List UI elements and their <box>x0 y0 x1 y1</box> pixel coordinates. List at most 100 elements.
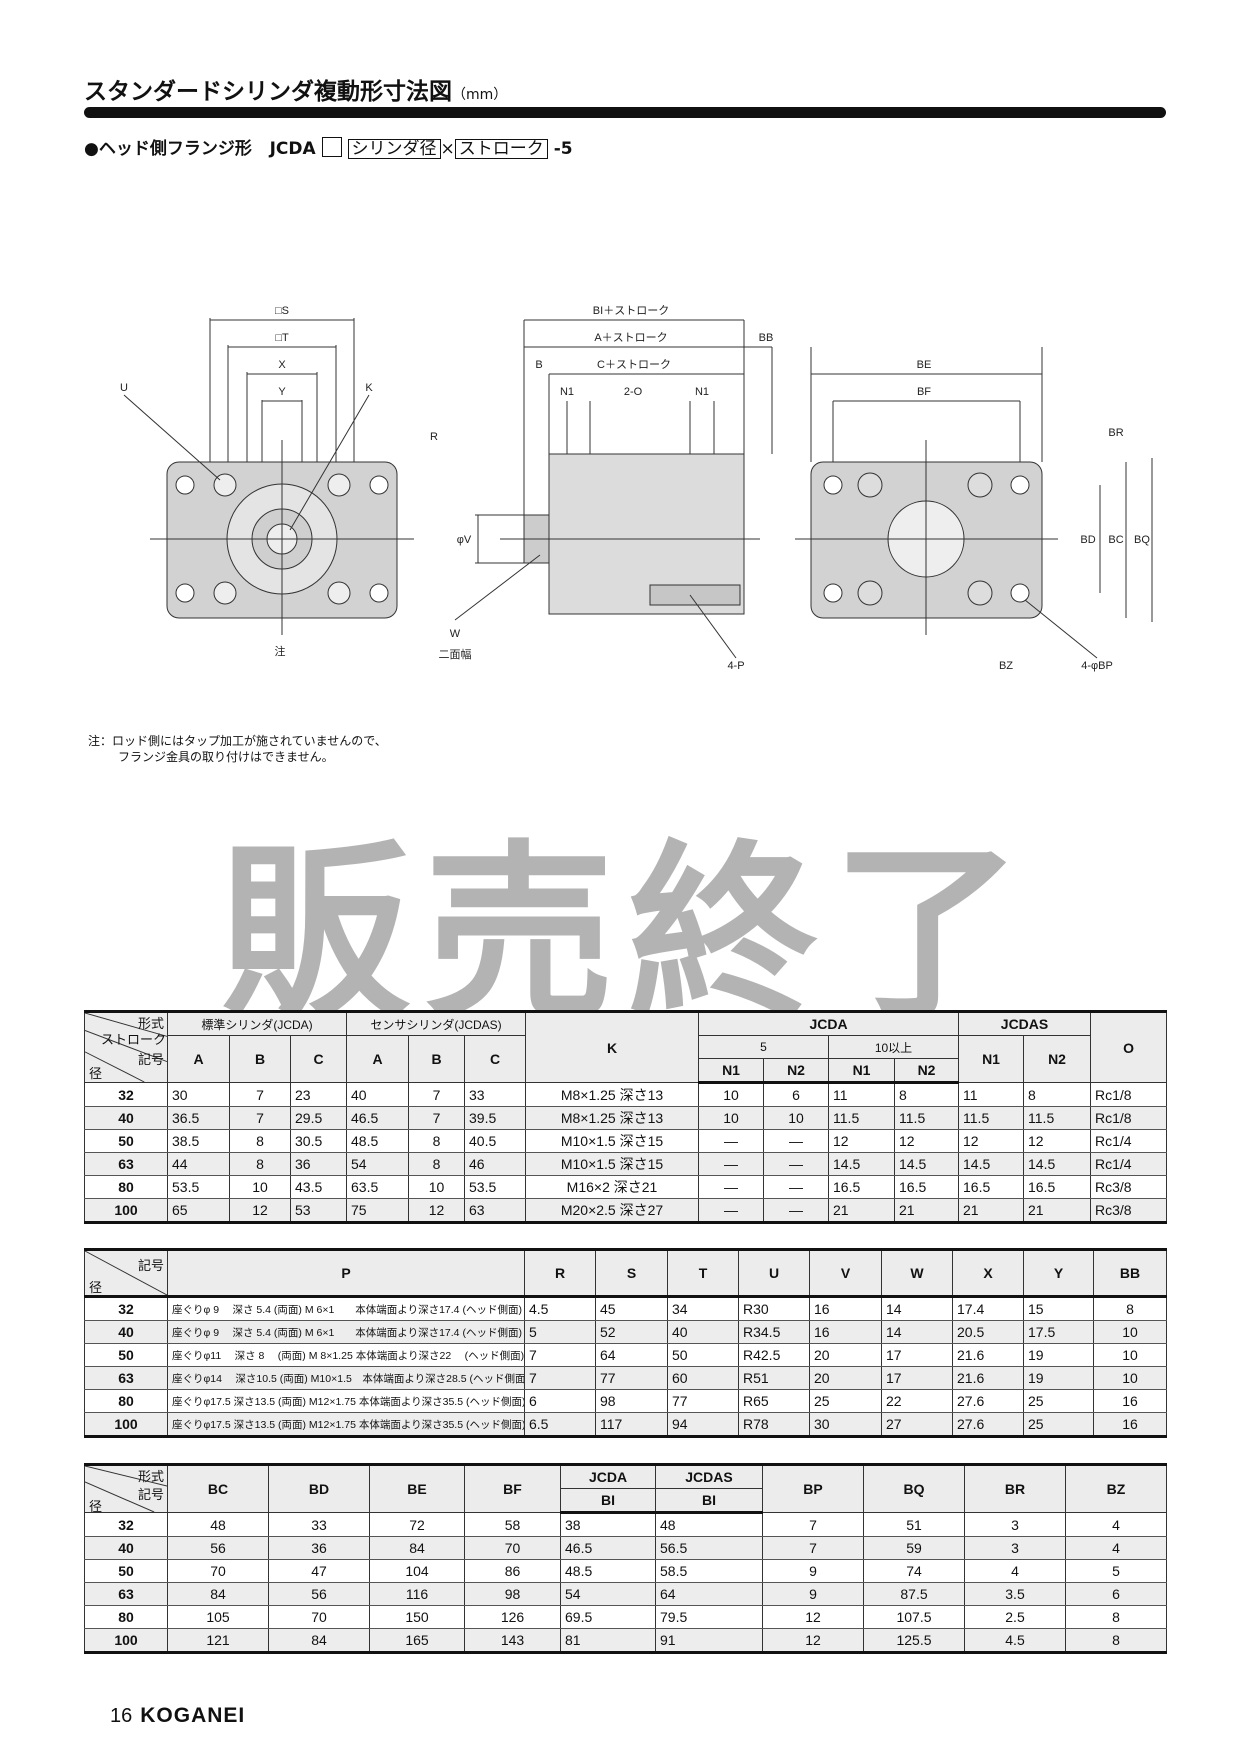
label-4-p: 4-P <box>727 660 744 672</box>
bore-cell: 63 <box>84 1152 168 1176</box>
value-cell: 50 <box>667 1343 739 1367</box>
value-cell: 10 <box>408 1175 466 1199</box>
header-jcdas: JCDAS <box>958 1010 1092 1036</box>
header-stroke-10-plus: 10以上 <box>828 1035 960 1059</box>
label-u: U <box>120 382 128 394</box>
value-cell: 11.5 <box>828 1106 896 1130</box>
value-cell: R51 <box>738 1366 810 1390</box>
value-cell: 11.5 <box>958 1106 1025 1130</box>
value-cell: 48 <box>655 1512 763 1537</box>
value-cell: 2.5 <box>964 1605 1066 1629</box>
value-cell: 12 <box>762 1628 864 1654</box>
value-cell: M8×1.25 深さ13 <box>525 1106 700 1130</box>
value-cell: R34.5 <box>738 1320 810 1344</box>
label-s: □S <box>275 305 289 317</box>
header-s: S <box>595 1248 668 1298</box>
dimension-drawing: □S □T X Y U K R 注 W 二面幅 φV BI＋ストローク A＋スト… <box>120 304 1153 672</box>
value-cell: 8 <box>408 1129 466 1153</box>
value-cell: 12 <box>229 1198 291 1224</box>
label-x: X <box>278 359 286 371</box>
label-bz: BZ <box>999 660 1013 672</box>
corner-stroke: ストローク <box>101 1032 167 1047</box>
value-cell: — <box>698 1198 765 1224</box>
label-bf: BF <box>917 386 931 398</box>
value-cell: 16.5 <box>958 1175 1025 1199</box>
bore-cell: 80 <box>84 1605 168 1629</box>
value-cell: 53 <box>289 1198 348 1224</box>
value-cell: 4.5 <box>964 1628 1066 1654</box>
value-cell: 150 <box>369 1605 465 1629</box>
value-cell: 6.5 <box>524 1412 596 1438</box>
corner-type: 形式 <box>137 1016 164 1031</box>
value-cell: 9 <box>762 1582 864 1606</box>
value-cell: 7 <box>762 1536 864 1560</box>
value-cell: 8 <box>1065 1605 1167 1629</box>
value-cell: 座ぐりφ11 深さ 8 (両面) M 8×1.25 本体端面より深さ22 (ヘッ… <box>167 1343 525 1367</box>
value-cell: 3.5 <box>964 1582 1066 1606</box>
header-k: K <box>525 1010 700 1083</box>
value-cell: — <box>698 1129 765 1153</box>
header-n2: N2 <box>763 1058 830 1084</box>
value-cell: 98 <box>464 1582 561 1606</box>
value-cell: 10 <box>698 1106 765 1130</box>
value-cell: 38 <box>560 1512 656 1537</box>
table-row: 50 座ぐりφ11 深さ 8 (両面) M 8×1.25 本体端面より深さ22 (… <box>84 1343 1167 1367</box>
value-cell: 21.6 <box>952 1366 1024 1390</box>
value-cell: 8 <box>1093 1296 1167 1321</box>
value-cell: 21.6 <box>952 1343 1024 1367</box>
header-bz: BZ <box>1065 1463 1167 1513</box>
label-y: Y <box>278 386 286 398</box>
value-cell: 10 <box>1093 1366 1167 1390</box>
value-cell: 36.5 <box>167 1106 230 1130</box>
corner-symbol: 記号 <box>137 1487 164 1502</box>
header-bi: BI <box>655 1488 763 1514</box>
label-4-phi-bp: 4-φBP <box>1081 660 1113 672</box>
value-cell: — <box>763 1129 830 1153</box>
label-bc: BC <box>1108 534 1123 546</box>
value-cell: 46.5 <box>560 1536 656 1560</box>
value-cell: 12 <box>828 1129 896 1153</box>
header-sensor-cylinder: センサシリンダ(JCDAS) <box>346 1010 527 1036</box>
header-jcdas: JCDAS <box>655 1463 763 1489</box>
value-cell: M20×2.5 深さ27 <box>525 1198 700 1224</box>
value-cell: 7 <box>408 1106 466 1130</box>
value-cell: 11 <box>828 1082 896 1107</box>
value-cell: 58 <box>464 1512 561 1537</box>
value-cell: 9 <box>762 1559 864 1583</box>
bore-cell: 100 <box>84 1198 168 1224</box>
value-cell: 74 <box>863 1559 965 1583</box>
header-bf: BF <box>464 1463 561 1513</box>
type-label: ●ヘッド側フランジ形 <box>84 139 252 159</box>
value-cell: 8 <box>1065 1628 1167 1654</box>
suffix: -5 <box>553 139 573 159</box>
value-cell: 11 <box>958 1082 1025 1107</box>
value-cell: 16 <box>809 1320 882 1344</box>
bore-cell: 100 <box>84 1412 168 1438</box>
value-cell: 79.5 <box>655 1605 763 1629</box>
header-corner: 記号 径 <box>84 1248 168 1298</box>
value-cell: M10×1.5 深さ15 <box>525 1129 700 1153</box>
value-cell: 94 <box>667 1412 739 1438</box>
model-name: JCDA <box>269 139 316 159</box>
header-bq: BQ <box>863 1463 965 1513</box>
value-cell: 3 <box>964 1536 1066 1560</box>
bore-cell: 32 <box>84 1512 168 1537</box>
value-cell: 52 <box>595 1320 668 1344</box>
bore-cell: 80 <box>84 1175 168 1199</box>
value-cell: 51 <box>863 1512 965 1537</box>
value-cell: 16.5 <box>894 1175 960 1199</box>
label-2-o: 2-O <box>624 386 643 398</box>
footnote-line: 注：ロッド側にはタップ加工が施されていませんので、 <box>88 734 387 748</box>
label-bd: BD <box>1080 534 1095 546</box>
value-cell: 7 <box>408 1082 466 1107</box>
value-cell: 6 <box>763 1082 830 1107</box>
value-cell: 69.5 <box>560 1605 656 1629</box>
value-cell: 17.5 <box>1023 1320 1094 1344</box>
times-sign: × <box>440 139 455 159</box>
